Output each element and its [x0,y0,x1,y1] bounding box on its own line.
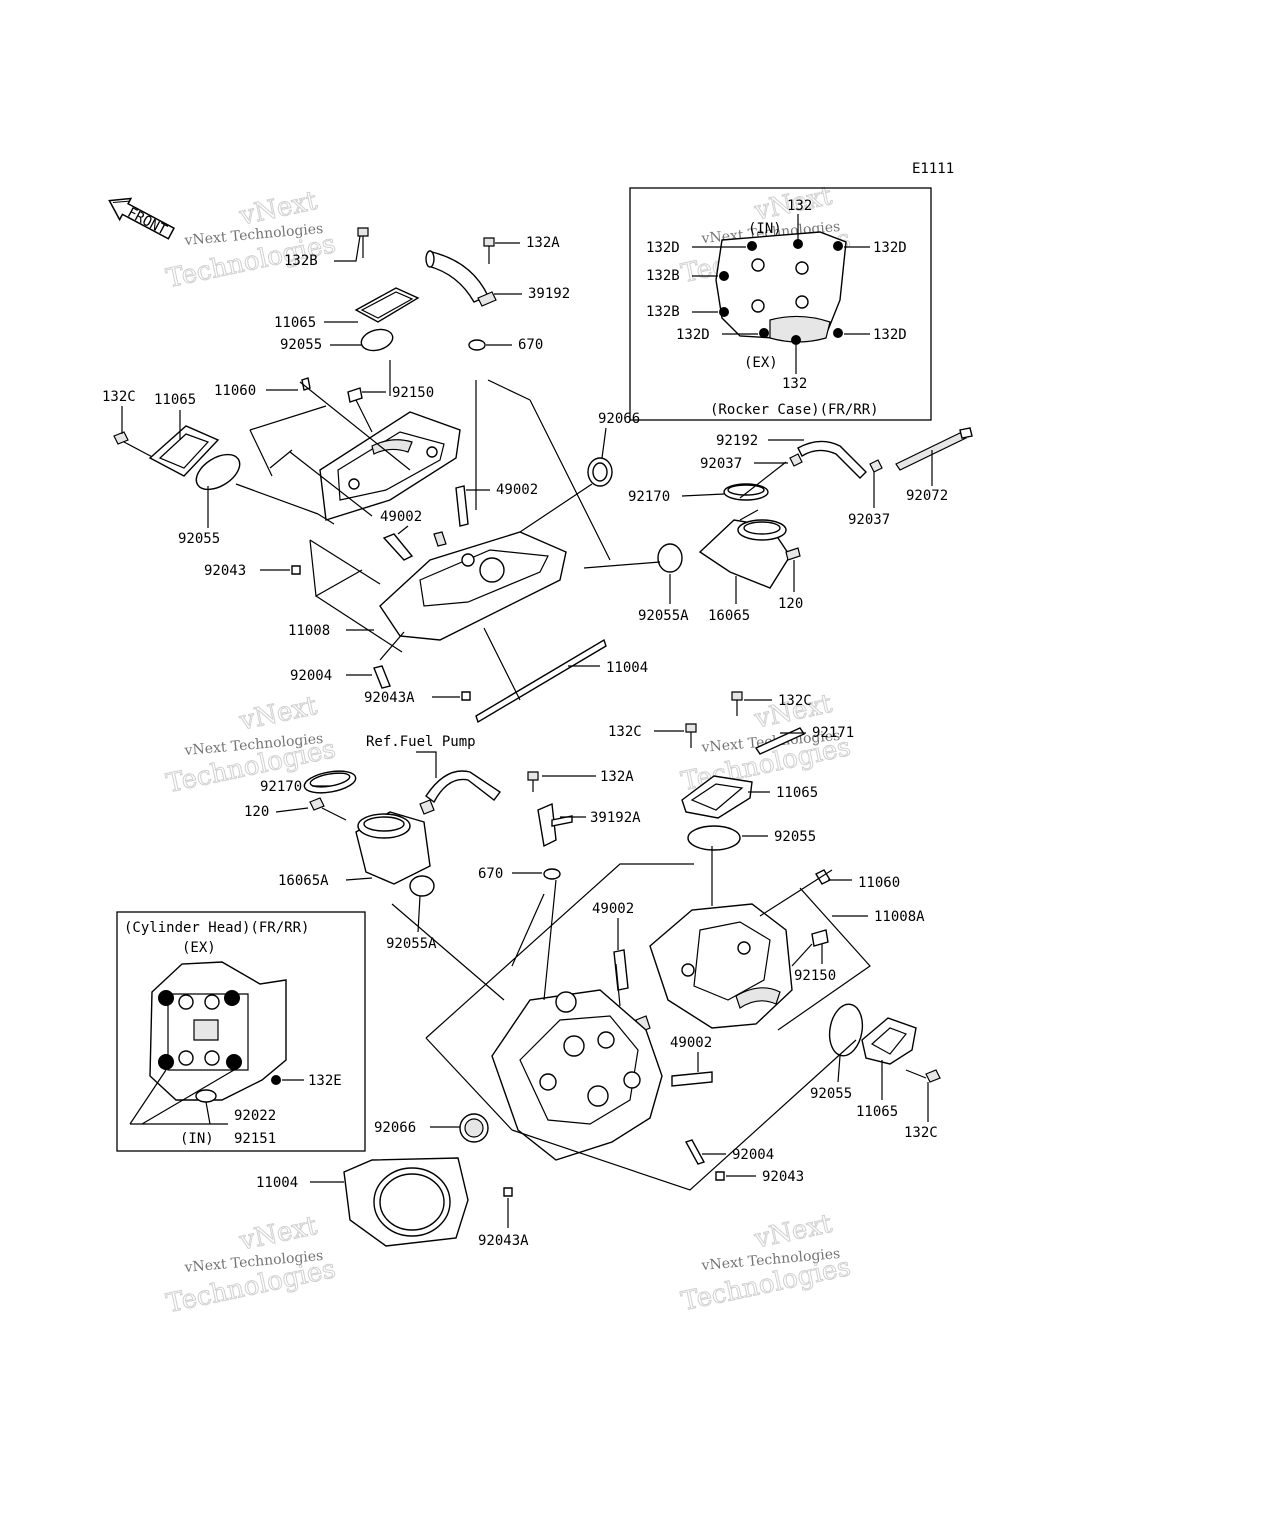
label-16065: 16065 [708,608,750,624]
label-11008: 11008 [288,623,330,639]
label-11004: 11004 [256,1175,298,1191]
label-92043A: 92043A [364,690,415,706]
label-92066: 92066 [374,1120,416,1136]
label-11004: 11004 [606,660,648,676]
label-92192: 92192 [716,433,758,449]
svg-text:FRONT: FRONT [125,205,170,239]
rocker-case-inset: 132 (IN) 132D 132D 132B 132B 132D 132D (… [629,187,932,421]
label-92171: 92171 [812,725,854,741]
watermark: vNext Technologies vNext Technologies [163,185,339,294]
label-92055: 92055 [774,829,816,845]
label-92004: 92004 [290,668,332,684]
label-49002: 49002 [670,1035,712,1051]
label-92037: 92037 [848,512,890,528]
label-39192A: 39192A [590,810,641,826]
inset-frame [116,911,366,1152]
label-92170: 92170 [628,489,670,505]
label-120: 120 [244,804,269,820]
label-92151: 92151 [234,1131,276,1147]
label-92022: 92022 [234,1108,276,1124]
label-92037: 92037 [700,456,742,472]
label-132D: 132D [873,240,907,256]
label-132C: 132C [608,724,642,740]
in-label: (IN) [180,1131,214,1147]
label-49002: 49002 [592,901,634,917]
svg-text:vNext: vNext [236,691,320,737]
label-132B: 132B [284,253,318,269]
label-92170: 92170 [260,779,302,795]
upper-assembly [113,227,973,724]
in-label: (IN) [748,221,782,237]
label-11060: 11060 [214,383,256,399]
label-132A: 132A [600,769,634,785]
label-132D: 132D [646,240,680,256]
label-11065: 11065 [856,1104,898,1120]
label-39192: 39192 [528,286,570,302]
ex-label: (EX) [744,355,778,371]
label-132B: 132B [646,304,680,320]
watermark: vNext Technologies vNext Technologies [678,1208,854,1317]
label-670: 670 [518,337,543,353]
ref-fuel-pump: Ref.Fuel Pump [366,734,476,750]
label-132E: 132E [308,1073,342,1089]
label-92004: 92004 [732,1147,774,1163]
label-49002: 49002 [380,509,422,525]
label-92150: 92150 [794,968,836,984]
lower-callouts: 132C Ref.Fuel Pump 132C 92171 132A 92170… [244,693,938,1249]
front-arrow-icon: FRONT [108,197,176,240]
label-92055: 92055 [280,337,322,353]
inset-caption: (Rocker Case)(FR/RR) [710,402,879,418]
label-92055: 92055 [810,1086,852,1102]
watermark: vNext Technologies vNext Technologies [163,1210,339,1319]
label-92150: 92150 [392,385,434,401]
label-92055: 92055 [178,531,220,547]
label-132C: 132C [778,693,812,709]
label-11008A: 11008A [874,909,925,925]
label-92072: 92072 [906,488,948,504]
label-16065A: 16065A [278,873,329,889]
label-132A: 132A [526,235,560,251]
label-92066: 92066 [598,411,640,427]
label-11065: 11065 [154,392,196,408]
diagram-code: E1111 [912,161,954,177]
cylinder-head-inset: (Cylinder Head)(FR/RR) (EX) 132E 92022 9… [116,911,366,1152]
inset-frame [629,187,932,421]
label-670: 670 [478,866,503,882]
label-132: 132 [787,198,812,214]
cylinder-head-drawing [149,961,287,1103]
label-92043: 92043 [762,1169,804,1185]
label-92055A: 92055A [386,936,437,952]
label-92043: 92043 [204,563,246,579]
label-11065: 11065 [776,785,818,801]
label-11065: 11065 [274,315,316,331]
label-132B: 132B [646,268,680,284]
label-11060: 11060 [858,875,900,891]
label-120: 120 [778,596,803,612]
label-49002: 49002 [496,482,538,498]
inset-caption: (Cylinder Head)(FR/RR) [124,920,309,936]
label-132C: 132C [102,389,136,405]
upper-callouts: 132A 132B 39192 11065 92055 670 132C 110… [102,235,948,706]
label-132D: 132D [676,327,710,343]
ex-label: (EX) [182,940,216,956]
label-92055A: 92055A [638,608,689,624]
watermark: vNext Technologies vNext Technologies [678,688,854,797]
label-132: 132 [782,376,807,392]
label-92043A: 92043A [478,1233,529,1249]
lower-assembly [303,691,941,1247]
label-132D: 132D [873,327,907,343]
label-132C: 132C [904,1125,938,1141]
rocker-case-drawing [715,231,847,345]
